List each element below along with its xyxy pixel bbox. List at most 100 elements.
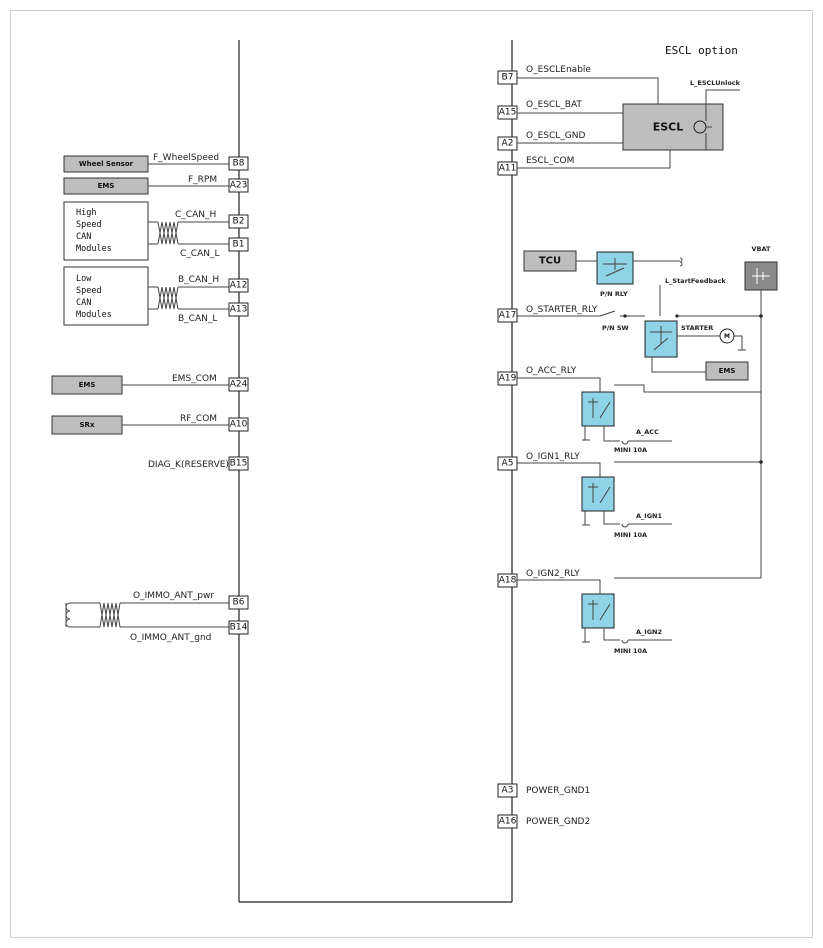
- pin-A5: A5: [497, 456, 518, 471]
- pin-A3: A3: [497, 783, 518, 798]
- pin-A12: A12: [228, 278, 249, 293]
- pin-A18: A18: [497, 573, 518, 588]
- svg-text:A12: A12: [230, 281, 248, 291]
- svg-text:B8: B8: [233, 159, 245, 169]
- low-can-line-4: Modules: [76, 310, 112, 320]
- immo-antenna-coil: [65, 602, 229, 628]
- signal-label: B_CAN_H: [178, 275, 219, 285]
- svg-text:A17: A17: [499, 311, 517, 321]
- a-ign2-label: A_IGN2: [636, 628, 662, 636]
- low-can-line-2: Speed: [76, 286, 102, 296]
- svg-text:A3: A3: [502, 786, 514, 796]
- pin-A16: A16: [497, 814, 518, 829]
- low-can-line-1: Low: [76, 274, 92, 284]
- starter-label: STARTER: [681, 324, 713, 332]
- low-can-line-3: CAN: [76, 298, 91, 308]
- pin-A15: A15: [497, 105, 518, 120]
- pin-B6: B6: [228, 595, 249, 610]
- pin-A17: A17: [497, 308, 518, 323]
- ems-label: EMS: [98, 182, 115, 190]
- ems-label: EMS: [719, 367, 736, 375]
- svg-text:A23: A23: [230, 181, 248, 191]
- signal-label: C_CAN_L: [180, 249, 219, 259]
- signal-label: ESCL_COM: [526, 156, 574, 166]
- wheel-sensor-label: Wheel Sensor: [79, 160, 134, 168]
- tcu-label: TCU: [539, 256, 561, 267]
- signal-label: F_WheelSpeed: [153, 153, 219, 163]
- diagram-title: ESCL option: [665, 44, 738, 57]
- acc-relay: [581, 391, 615, 427]
- pin-A23: A23: [228, 178, 249, 193]
- pin-B1: B1: [228, 237, 249, 252]
- svg-text:A16: A16: [499, 817, 517, 827]
- signal-label: O_IMMO_ANT_gnd: [130, 633, 211, 643]
- start-feedback-label: L_StartFeedback: [665, 277, 726, 285]
- diagram-frame: [10, 10, 813, 938]
- pn-switch-label: P/N SW: [602, 324, 629, 332]
- signal-label: O_ESCLEnable: [526, 65, 591, 75]
- signal-label: O_ACC_RLY: [526, 366, 577, 376]
- svg-text:A15: A15: [499, 108, 517, 118]
- pin-B15: B15: [228, 456, 249, 471]
- svg-text:A19: A19: [499, 374, 517, 384]
- signal-label: O_IGN2_RLY: [526, 569, 580, 579]
- escl-label: ESCL: [653, 121, 684, 134]
- fuse-label: MINI 10A: [614, 531, 647, 539]
- high-can-line-3: CAN: [76, 232, 91, 242]
- svg-text:B15: B15: [230, 459, 248, 469]
- high-can-line-2: Speed: [76, 220, 102, 230]
- pin-B7: B7: [497, 70, 518, 85]
- pin-A11: A11: [497, 161, 518, 176]
- svg-text:A2: A2: [502, 139, 514, 149]
- pn-relay-label: P/N RLY: [600, 290, 628, 298]
- pin-A19: A19: [497, 371, 518, 386]
- svg-text:A18: A18: [499, 576, 517, 586]
- svg-text:B1: B1: [233, 240, 245, 250]
- signal-label: O_STARTER_RLY: [526, 305, 598, 315]
- motor-label: M: [724, 333, 730, 340]
- signal-label: O_IGN1_RLY: [526, 452, 580, 462]
- svg-text:B14: B14: [230, 623, 248, 633]
- main-harness: [238, 40, 513, 903]
- a-acc-label: A_ACC: [636, 428, 659, 436]
- ign1-relay: [581, 476, 615, 512]
- a-ign1-label: A_IGN1: [636, 512, 662, 520]
- pin-B2: B2: [228, 214, 249, 229]
- pin-B14: B14: [228, 620, 249, 635]
- signal-label: POWER_GND2: [526, 817, 590, 827]
- signal-label: F_RPM: [188, 175, 217, 185]
- signal-label: C_CAN_H: [175, 210, 216, 220]
- ems-module: [705, 361, 749, 381]
- vbat-source: [744, 261, 778, 291]
- low-speed-can-module: [63, 266, 149, 326]
- high-can-line-1: High: [76, 208, 96, 218]
- twisted-pair-low: [148, 286, 229, 310]
- ign2-relay: [581, 593, 615, 629]
- svg-text:A11: A11: [499, 164, 517, 174]
- fuse-label: MINI 10A: [614, 446, 647, 454]
- svg-text:B2: B2: [233, 217, 245, 227]
- pin-A10: A10: [228, 417, 249, 432]
- signal-label: DIAG_K(RESERVE): [148, 460, 229, 470]
- signal-label: O_IMMO_ANT_pwr: [133, 591, 214, 601]
- signal-label: RF_COM: [180, 414, 217, 424]
- signal-label: POWER_GND1: [526, 786, 590, 796]
- pin-A2: A2: [497, 136, 518, 151]
- signal-label: EMS_COM: [172, 374, 217, 384]
- svg-text:A24: A24: [230, 380, 248, 390]
- svg-text:B6: B6: [233, 598, 245, 608]
- escl-unlock-label: L_ESCLUnlock: [690, 79, 741, 87]
- vbat-label: VBAT: [752, 245, 772, 253]
- pin-B8: B8: [228, 156, 249, 171]
- svg-text:A10: A10: [230, 420, 248, 430]
- twisted-pair-high: [148, 221, 229, 245]
- fuse-label: MINI 10A: [614, 647, 647, 655]
- signal-label: B_CAN_L: [178, 314, 217, 324]
- ems-label: EMS: [79, 381, 96, 389]
- srx-label: SRx: [80, 421, 95, 429]
- signal-label: O_ESCL_BAT: [526, 100, 582, 110]
- svg-text:A5: A5: [502, 459, 514, 469]
- signal-label: O_ESCL_GND: [526, 131, 585, 141]
- high-speed-can-module: [63, 201, 149, 261]
